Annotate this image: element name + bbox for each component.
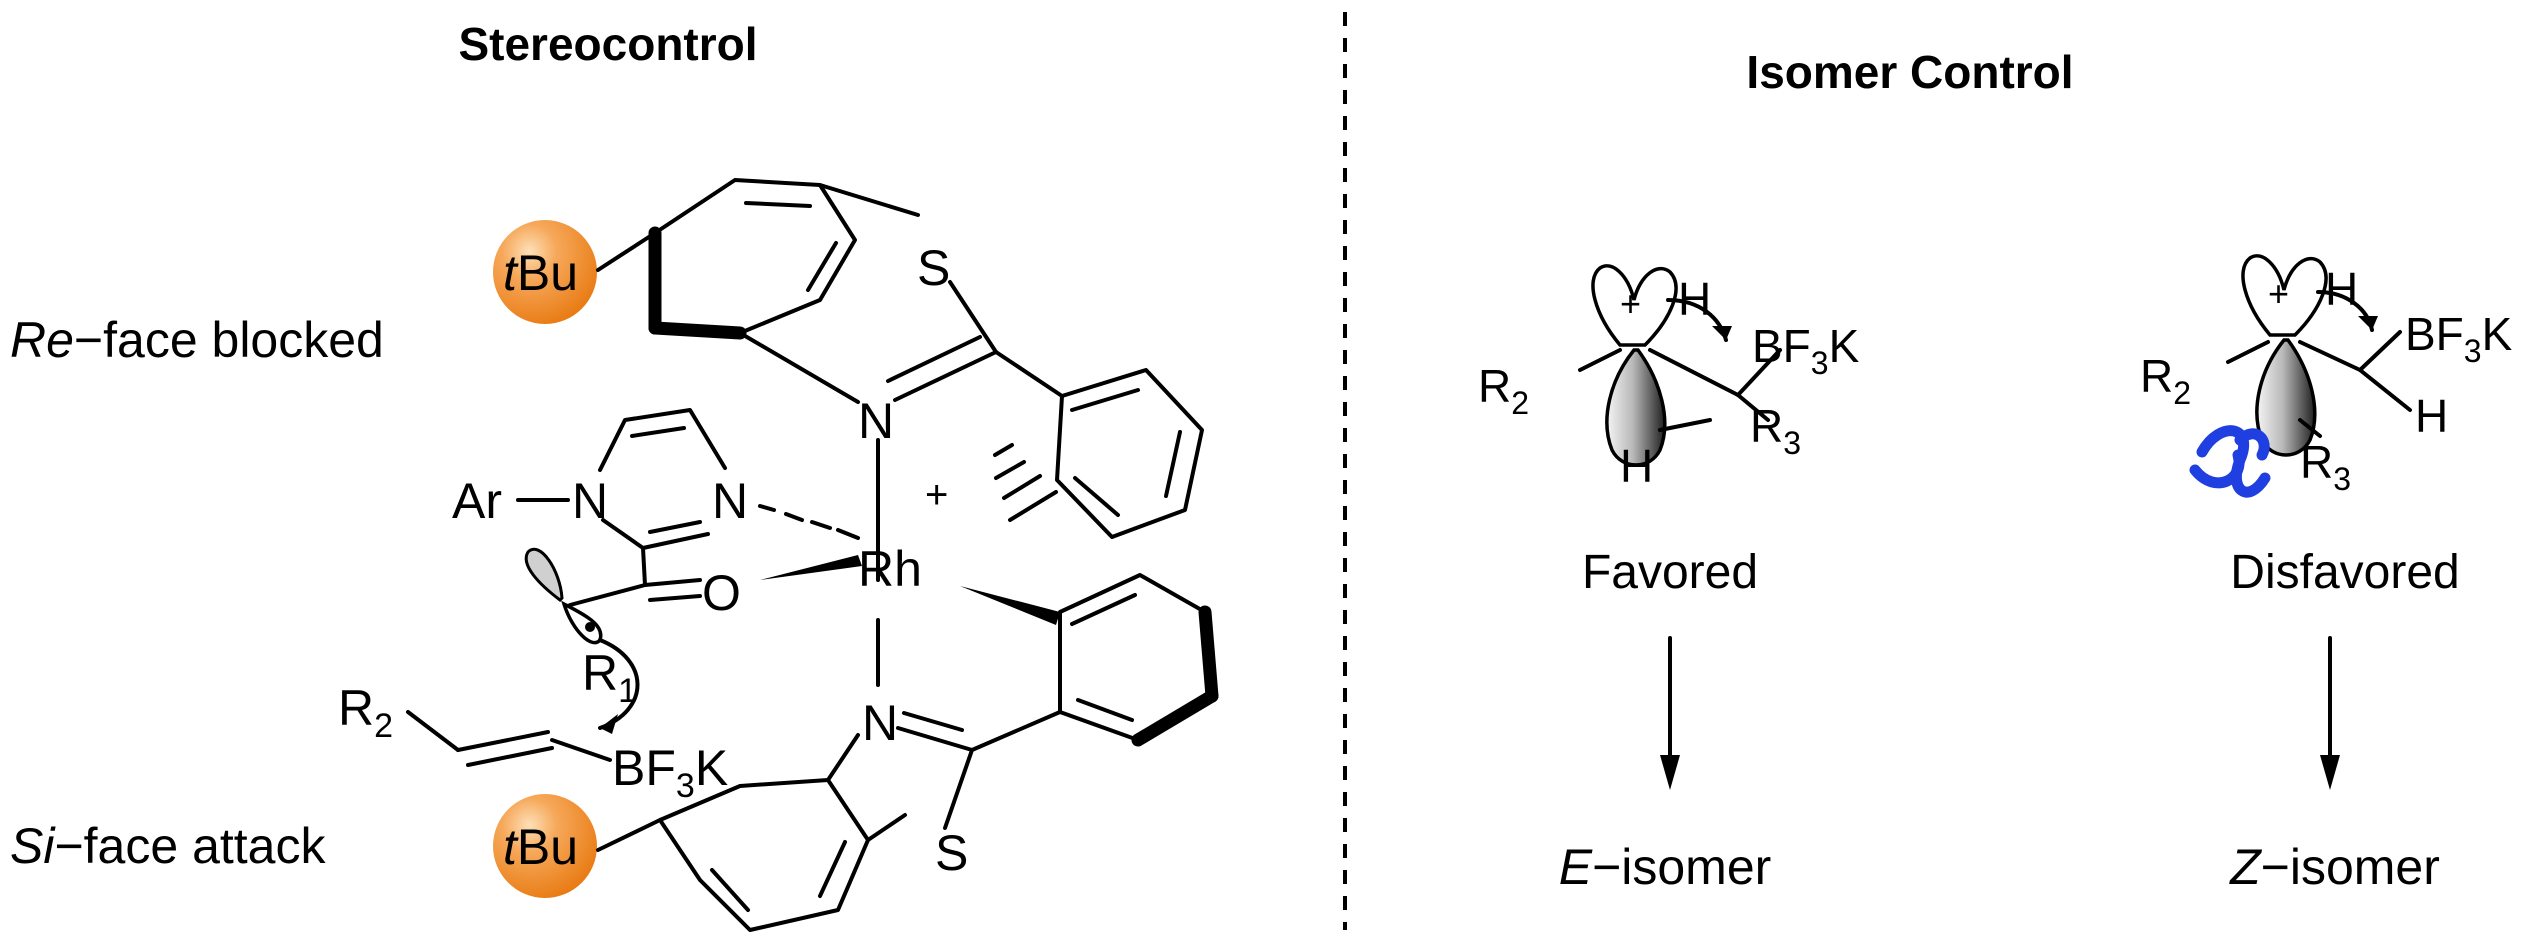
tbu-label-bottom: tBu — [503, 819, 578, 875]
disfavored-sigma-lobe — [2255, 338, 2317, 457]
disfavored-h-top: H — [2325, 263, 2358, 315]
si-face-label: Si−face attack — [10, 818, 326, 874]
favored-r2: R2 — [1478, 360, 1529, 421]
stereocontrol-heading: Stereocontrol — [458, 18, 757, 70]
imidazole-n1-label: N — [572, 473, 608, 529]
carbonyl-o-label: O — [702, 565, 741, 621]
re-face-label: Re−face blocked — [10, 312, 384, 368]
radical-orbital — [524, 547, 603, 645]
rh-coordination-bonds — [758, 443, 1060, 687]
tbu-label-top: tBu — [503, 245, 578, 301]
favored-plus: + — [1620, 283, 1641, 324]
favored-label: Favored — [1582, 546, 1758, 599]
upper-s-label: S — [917, 240, 950, 296]
favored-h-bottom: H — [1620, 440, 1653, 492]
isomer-control-heading: Isomer Control — [1746, 46, 2073, 98]
disfavored-label: Disfavored — [2230, 546, 2459, 599]
tbu-group-top: tBu — [493, 220, 597, 324]
imidazole-n3-label: N — [712, 473, 748, 529]
tbu-ball-bottom — [493, 794, 597, 898]
favored-h-top: H — [1678, 273, 1711, 325]
disfavored-r3: R3 — [2300, 436, 2351, 497]
alkene-bf3k-label: BF3K — [612, 740, 728, 805]
disfavored-r2: R2 — [2140, 350, 2191, 411]
acyl-imidazole — [516, 408, 727, 607]
disfavored-plus: + — [2268, 273, 2289, 314]
alkenyl-bf3k — [406, 710, 612, 767]
disfavored-h-right: H — [2415, 390, 2448, 442]
rh-charge: + — [925, 473, 948, 517]
alkene-r2-label: R2 — [338, 680, 393, 745]
upper-n-label: N — [858, 393, 894, 449]
favored-r3: R3 — [1750, 400, 1801, 461]
lower-s-label: S — [935, 825, 968, 881]
favored-structure: + — [1578, 264, 1782, 467]
lower-benzothiazole — [596, 573, 1219, 932]
upper-benzothiazole — [596, 178, 1204, 582]
z-isomer-label: Z−isomer — [2229, 839, 2440, 895]
disfavored-bf3k: BF3K — [2405, 308, 2513, 369]
steric-clash-icon — [2189, 425, 2271, 498]
r1-label: R1 — [582, 645, 637, 710]
disfavored-structure: + — [2226, 254, 2412, 457]
tbu-ball-top — [493, 220, 597, 324]
ar-label: Ar — [452, 473, 502, 529]
tbu-group-bottom: tBu — [493, 794, 597, 898]
favored-bf3k: BF3K — [1752, 320, 1860, 381]
favored-sigma-lobe — [1605, 348, 1667, 467]
e-isomer-label: E−isomer — [1559, 839, 1772, 895]
lower-n-label: N — [862, 695, 898, 751]
rh-label: Rh — [858, 541, 922, 597]
